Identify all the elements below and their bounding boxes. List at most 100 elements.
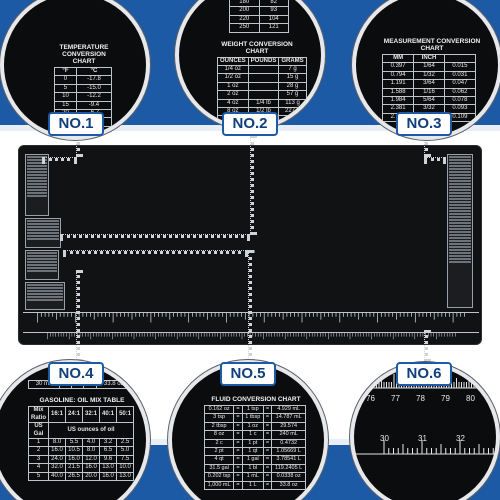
table-cell: 40.0: [47, 471, 67, 482]
table-cell: 32.0: [47, 463, 67, 473]
table-cell: 227 g: [278, 107, 307, 117]
ruler-number: 80: [466, 394, 475, 403]
table-cell: -17.8: [75, 75, 113, 85]
table-row: 2 pt=1 qt=1.05669 L: [203, 447, 306, 457]
table-cell: 2.5: [116, 438, 135, 448]
table-cell: =: [262, 404, 273, 415]
table-cell: 1 gal: [241, 455, 264, 465]
table-cell: =: [233, 413, 243, 423]
table-header-cell: 32:1: [82, 406, 101, 424]
table-cell: 113 g: [278, 98, 307, 109]
connector-1b: [42, 157, 77, 161]
table-cell: 1/64: [413, 62, 445, 72]
ruler-number: 31: [418, 434, 427, 443]
connector-6: [424, 330, 428, 362]
fluid-title: FLUID CONVERSION CHART: [211, 396, 301, 403]
table-cell: 8.0: [82, 446, 101, 456]
table-cell: 250: [229, 23, 260, 33]
table-cell: 454 g: [278, 123, 307, 126]
table-cell: 1/2 oz: [217, 73, 249, 83]
table-cell: =: [262, 480, 273, 491]
mini-fluid-chart: [25, 282, 65, 310]
table-cell: 1/4 oz: [217, 65, 249, 75]
table-cell: 3.2: [99, 438, 118, 448]
table-cell: 1.588: [381, 87, 415, 98]
table-cell: 16.0: [47, 446, 67, 456]
table-cell: 8 oz: [203, 430, 235, 440]
table-cell: 28 g: [278, 81, 307, 92]
table-row: 2 c=1 pt=0.4732: [203, 438, 306, 449]
table-row: 31.5 gal=1 bl=119.2405 L: [203, 463, 306, 474]
connector-5: [248, 250, 252, 362]
mini-measurement-chart: [447, 154, 473, 308]
ruler-number: 76: [366, 394, 375, 403]
table-row: 3 tsp=1 tbsp=14.787 mL: [203, 413, 306, 423]
table-cell: -15.0: [75, 83, 113, 94]
table-row: 8 oz=1 c=240 mL: [203, 430, 306, 440]
table-cell: =: [233, 421, 243, 432]
table-cell: 4 oz: [217, 98, 249, 109]
table-cell: 21.5: [65, 463, 84, 473]
table-cell: 12.0: [82, 454, 101, 465]
table-row: 10-12.2: [54, 92, 113, 102]
table-cell: 82: [258, 0, 289, 8]
table-cell: 5/64: [413, 96, 445, 106]
table-row: 2 tbsp=1 oz=29.574: [203, 421, 306, 432]
table-cell: =: [233, 472, 243, 482]
table-cell: 1 tbsp: [241, 413, 264, 423]
table-cell: 0.4732: [271, 438, 306, 449]
table-cell: 93: [258, 6, 289, 16]
table-cell: 26.5: [65, 471, 84, 482]
table-cell: 1 mL: [241, 472, 264, 482]
table-cell: 4: [28, 463, 49, 473]
table-cell: 13.0: [99, 463, 118, 473]
table-cell: 1/16: [413, 87, 445, 98]
table-cell: 15: [54, 100, 77, 111]
table-cell: 119.2405 L: [271, 463, 306, 474]
table-cell: 1 c: [241, 430, 264, 440]
table-cell: 4.0: [82, 438, 101, 448]
table-cell: =: [262, 447, 273, 457]
measurement-title: MEASUREMENT CONVERSION CHART: [383, 38, 481, 52]
table-cell: 0.031: [443, 70, 477, 81]
table-cell: 8.0: [47, 438, 67, 448]
table-cell: 0.015: [443, 62, 477, 72]
table-cell: =: [262, 430, 273, 440]
table-cell: 10.0: [116, 463, 135, 473]
connector-3b: [424, 157, 446, 161]
table-cell: 0.794: [381, 70, 415, 81]
table-cell: 7 g: [278, 65, 307, 75]
table-header-cell: 16:1: [47, 406, 67, 424]
table-header-cell: 24:1: [65, 406, 84, 424]
table-cell: 9.6: [99, 454, 118, 465]
table-cell: 15 g: [278, 73, 307, 83]
table-header-cell: 40:1: [99, 406, 118, 424]
table-cell: =: [262, 421, 273, 432]
table-cell: -9.4: [75, 100, 113, 111]
table-cell: 1.984: [381, 96, 415, 106]
connector-2b: [60, 234, 250, 238]
table-cell: =: [233, 438, 243, 449]
table-cell: 121: [258, 23, 289, 33]
mini-weight-chart: [25, 218, 61, 248]
table-cell: 0.202 tsp: [203, 472, 235, 482]
connector-5b: [63, 250, 248, 254]
table-cell: 1 qt: [241, 447, 264, 457]
label-no4: NO.4: [48, 362, 104, 386]
table-cell: 0.062: [443, 87, 477, 98]
table-cell: 10: [54, 92, 77, 102]
table-cell: 1/32: [413, 70, 445, 81]
table-cell: 0.078: [443, 96, 477, 106]
table-cell: 1 oz: [241, 421, 264, 432]
